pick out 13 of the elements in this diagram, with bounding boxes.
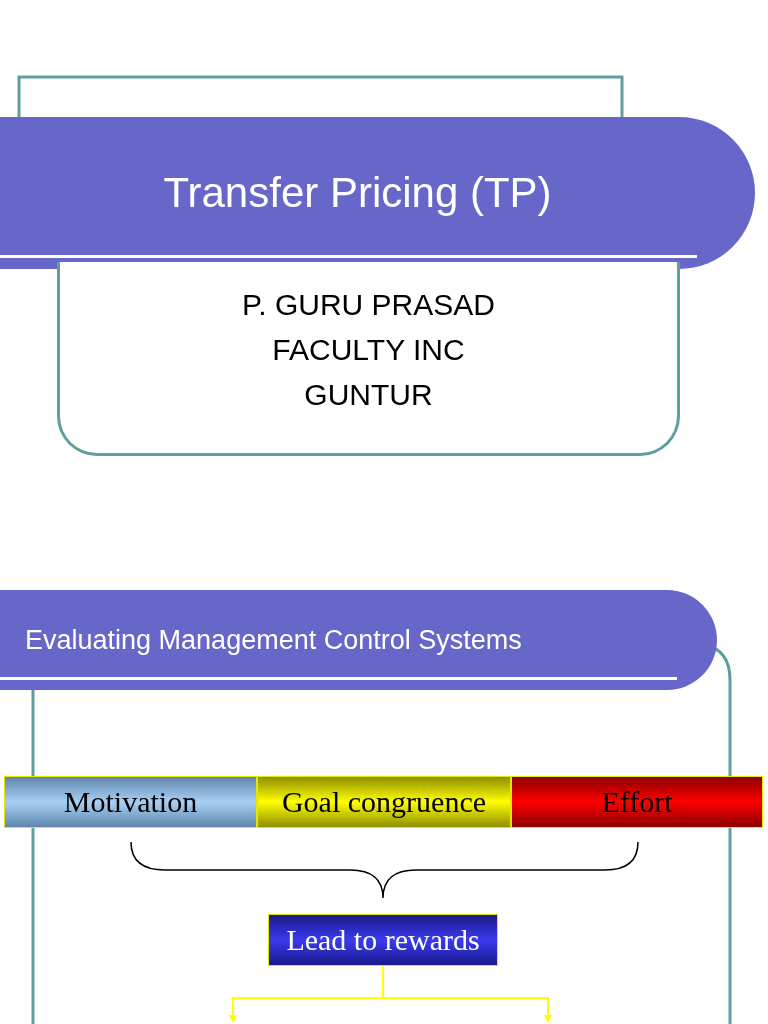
- node-text: P. GURU PRASAD FACULTY INC GUNTUR: [241, 287, 496, 413]
- node-text: Lead to rewards: [286, 923, 480, 957]
- node-text: Motivation: [63, 785, 198, 819]
- node-text: Goal congruence: [281, 785, 487, 819]
- node-text: Effort: [601, 785, 673, 819]
- node-text: Transfer Pricing (TP): [163, 169, 552, 217]
- factor-bar: [4, 776, 257, 828]
- factor-bar: [257, 776, 511, 828]
- section-banner: [0, 590, 717, 690]
- result-box: [268, 914, 498, 966]
- node-text: Evaluating Management Control Systems: [25, 624, 522, 656]
- author-box: [57, 262, 680, 456]
- factor-bar: [511, 776, 763, 828]
